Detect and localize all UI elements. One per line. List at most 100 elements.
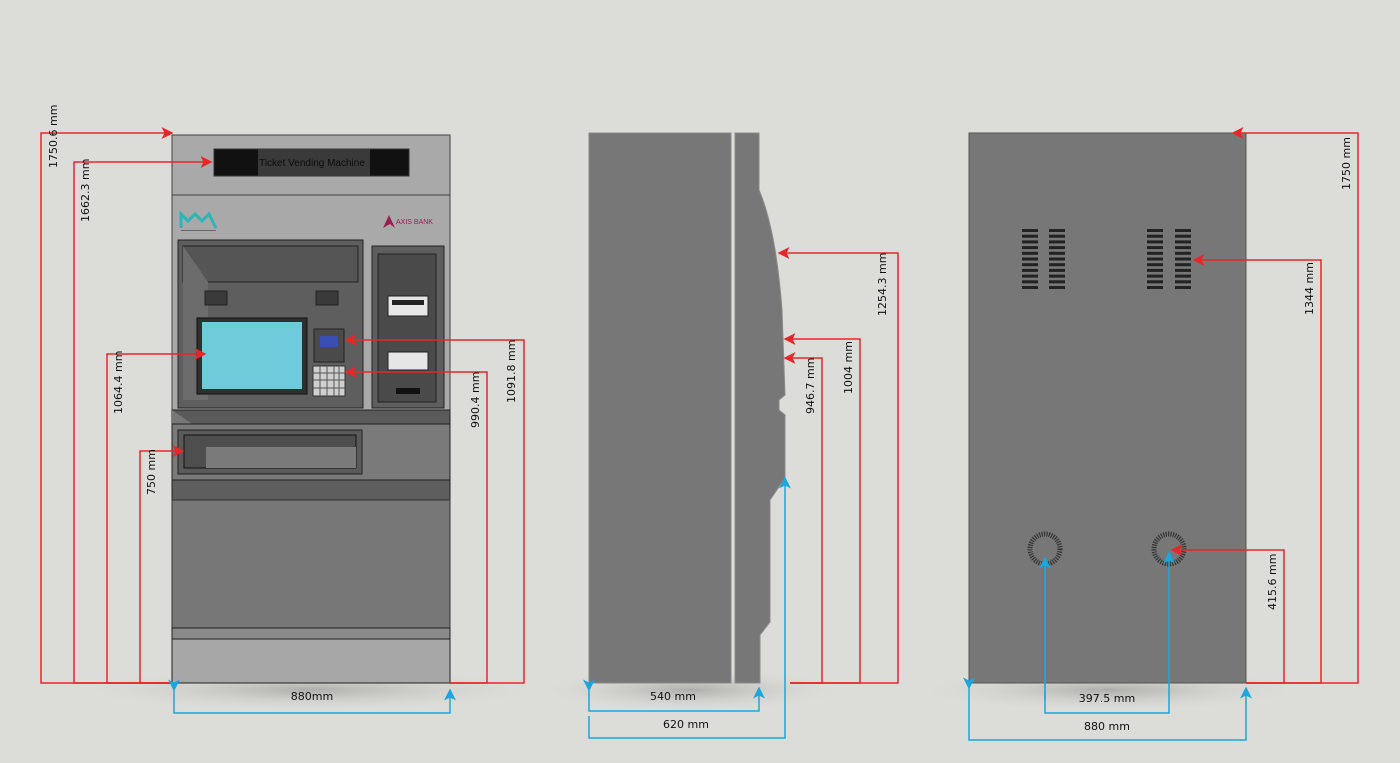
vent-slat: [1049, 229, 1065, 232]
dim-line-back-width: [963, 677, 1252, 741]
label-upper-ledge: 1004 mm: [842, 341, 855, 394]
label-back-height: 1750 mm: [1340, 137, 1353, 190]
label-card-reader-height: 1091.8 mm: [505, 340, 518, 403]
vent-slat: [1049, 257, 1065, 261]
vent-slat: [1147, 274, 1163, 278]
kmrl-logo-icon: [179, 210, 218, 231]
label-front-width: 880mm: [291, 690, 333, 703]
vent-slat: [1049, 280, 1065, 284]
vent-slat: [1049, 240, 1065, 244]
back-view: [968, 132, 1247, 684]
label-back-width: 880 mm: [1084, 720, 1130, 733]
plinth: [171, 638, 451, 684]
side-dimensions: 1254.3 mm 1004 mm 946.7 mm 540 mm 620 mm: [583, 247, 899, 739]
vent-slat: [1022, 229, 1038, 232]
dim-line-total-depth: [588, 476, 791, 739]
axis-bank-label: AXIS BANK: [396, 219, 433, 226]
speaker-left: [204, 290, 228, 306]
label-fan-height: 415.6 mm: [1266, 554, 1279, 610]
label-total-depth: 620 mm: [663, 718, 709, 731]
ledge-bevel: [172, 410, 192, 424]
label-display-height: 1662.3 mm: [79, 159, 92, 222]
vent-slat: [1022, 240, 1038, 244]
vent-slat: [1175, 263, 1191, 267]
dim-line-upper-ledge: [783, 333, 861, 684]
vent-slat: [1175, 246, 1191, 250]
label-body-depth: 540 mm: [650, 690, 696, 703]
front-dimensions: 1750.6 mm 1662.3 mm 1064.4 mm 750 mm 990…: [40, 105, 525, 714]
label-fan-spacing: 397.5 mm: [1079, 692, 1135, 705]
dim-line-lower-ledge: [783, 352, 823, 684]
lower-cabinet: [171, 499, 451, 629]
back-dimensions: 1750 mm 1344 mm 415.6 mm 397.5 mm 880 mm: [963, 127, 1359, 741]
receipt-slot: [387, 351, 429, 371]
vent-slat: [1049, 246, 1065, 250]
vent-slat: [1049, 251, 1065, 255]
vent-slat: [1147, 286, 1163, 289]
ledge: [171, 409, 451, 425]
vent-slat: [1175, 234, 1191, 238]
label-lower-ledge: 946.7 mm: [804, 358, 817, 414]
vent-slat: [1022, 280, 1038, 284]
vent-slat: [1049, 268, 1065, 272]
vent-slat: [1175, 251, 1191, 255]
vent-slat: [1175, 229, 1191, 232]
vent-slat: [1022, 234, 1038, 238]
display-text: Ticket Vending Machine: [259, 158, 365, 169]
vent-slat: [1022, 251, 1038, 255]
ticket-slot-opening: [392, 300, 424, 305]
vent-slat: [1147, 240, 1163, 244]
back-panel: [968, 132, 1247, 684]
vent-slat: [1147, 251, 1163, 255]
vent-grilles: [1022, 229, 1191, 289]
dim-line-fan-height: [1170, 544, 1285, 684]
ticket-slot: [387, 295, 429, 317]
vent-slat: [1175, 268, 1191, 272]
vent-slat: [1147, 268, 1163, 272]
vent-slat: [1175, 257, 1191, 261]
dim-line-width: [168, 679, 456, 714]
side-view: [588, 132, 786, 684]
vent-slat: [1147, 280, 1163, 284]
touch-screen: [202, 322, 302, 389]
vent-slat: [1022, 246, 1038, 250]
label-keypad-height: 990.4 mm: [469, 372, 482, 428]
vent-slat: [1049, 263, 1065, 267]
recess-top: [182, 245, 359, 283]
vent-slat: [1049, 274, 1065, 278]
dim-line-body-depth: [583, 679, 765, 712]
vent-slat: [1147, 234, 1163, 238]
dim-line-tray-height: [139, 445, 185, 684]
vent-slat: [1147, 246, 1163, 250]
vent-slat: [1175, 280, 1191, 284]
fan-left-icon: [1027, 531, 1063, 567]
keypad: [312, 365, 346, 397]
side-front-profile: [734, 132, 786, 684]
vent-slat: [1147, 257, 1163, 261]
vent-slat: [1022, 263, 1038, 267]
card-reader-display: [320, 336, 338, 347]
label-vent-height: 1344 mm: [1303, 262, 1316, 315]
vent-slat: [1175, 286, 1191, 289]
front-view: [171, 134, 451, 684]
vent-slat: [1049, 286, 1065, 289]
vent-slat: [1022, 286, 1038, 289]
coin-slot: [396, 388, 420, 394]
label-tray-height: 750 mm: [145, 449, 158, 495]
base-strip: [171, 627, 451, 640]
speaker-right: [315, 290, 339, 306]
vent-slat: [1147, 263, 1163, 267]
tray-inner: [206, 447, 356, 468]
vent-slat: [1175, 240, 1191, 244]
side-body: [588, 132, 732, 684]
vent-slat: [1022, 274, 1038, 278]
dim-line-curve-top: [777, 247, 899, 684]
keypad-keys: [313, 366, 345, 396]
vent-slat: [1049, 234, 1065, 238]
axis-bank-logo-icon: [383, 215, 395, 228]
dim-line-back-height: [1231, 127, 1359, 684]
label-screen-height: 1064.4 mm: [112, 351, 125, 414]
vent-slat: [1175, 274, 1191, 278]
display-inner: [258, 149, 370, 176]
